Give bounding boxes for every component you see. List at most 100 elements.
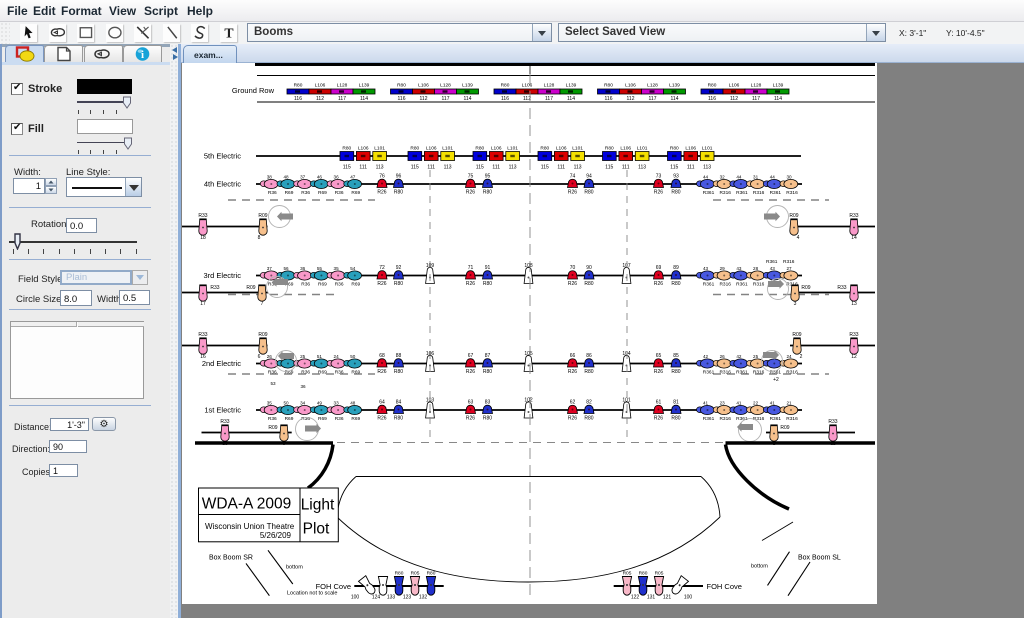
svg-text:R80: R80: [540, 146, 549, 152]
svg-text:94: 94: [586, 174, 592, 180]
svg-text:R33: R33: [198, 332, 207, 338]
svg-text:L128: L128: [337, 83, 348, 89]
svg-text:R80: R80: [394, 369, 403, 375]
svg-text:R80: R80: [605, 146, 614, 152]
svg-text:R33: R33: [837, 285, 846, 291]
svg-text:112: 112: [523, 96, 531, 102]
svg-text:44: 44: [703, 175, 709, 180]
svg-text:L128: L128: [440, 83, 451, 89]
svg-text:103: 103: [426, 398, 435, 404]
svg-text:R80: R80: [397, 83, 406, 89]
svg-text:L106: L106: [620, 146, 631, 152]
svg-text:117: 117: [752, 96, 760, 102]
svg-text:R80: R80: [671, 190, 680, 196]
svg-text:42: 42: [736, 354, 742, 359]
svg-text:83: 83: [485, 400, 491, 406]
svg-text:36: 36: [300, 266, 306, 271]
svg-text:R26: R26: [568, 190, 577, 196]
svg-text:48: 48: [283, 175, 289, 180]
svg-text:L101: L101: [442, 146, 453, 152]
svg-text:48: 48: [350, 401, 356, 406]
svg-text:38: 38: [267, 175, 273, 180]
svg-text:R361: R361: [703, 416, 715, 422]
svg-text:R80: R80: [394, 190, 403, 196]
svg-text:R80: R80: [410, 146, 419, 152]
svg-text:116: 116: [708, 96, 716, 102]
svg-text:113: 113: [376, 165, 384, 171]
svg-text:112: 112: [730, 96, 738, 102]
svg-text:R26: R26: [568, 416, 577, 422]
svg-text:L101: L101: [637, 146, 648, 152]
svg-text:30: 30: [786, 175, 792, 180]
svg-text:31: 31: [753, 175, 759, 180]
svg-text:43: 43: [736, 266, 742, 271]
svg-text:R09: R09: [792, 332, 801, 338]
svg-text:102: 102: [524, 398, 533, 404]
svg-text:R361: R361: [770, 190, 782, 196]
svg-text:R26: R26: [466, 281, 475, 287]
svg-text:R69: R69: [318, 416, 327, 422]
svg-text:117: 117: [649, 96, 657, 102]
svg-text:115: 115: [541, 165, 549, 171]
svg-text:123: 123: [403, 594, 412, 600]
svg-text:93: 93: [673, 174, 679, 180]
svg-text:L139: L139: [566, 83, 577, 89]
svg-text:R36: R36: [301, 370, 310, 376]
svg-text:WDA-A 2009: WDA-A 2009: [202, 496, 292, 513]
svg-text:R316: R316: [719, 416, 731, 422]
svg-text:R80: R80: [584, 369, 593, 375]
svg-text:41: 41: [703, 401, 709, 406]
svg-text:64: 64: [379, 400, 385, 406]
svg-text:113: 113: [509, 165, 517, 171]
svg-text:75: 75: [468, 174, 474, 180]
svg-text:R26: R26: [466, 369, 475, 375]
svg-text:R36: R36: [301, 416, 310, 422]
svg-text:L106: L106: [491, 146, 502, 152]
svg-text:L128: L128: [647, 83, 658, 89]
svg-text:L139: L139: [462, 83, 473, 89]
svg-text:Box Boom SL: Box Boom SL: [798, 555, 841, 562]
svg-text:R80: R80: [639, 571, 648, 577]
svg-text:L106: L106: [625, 83, 636, 89]
svg-text:R36: R36: [268, 282, 277, 288]
svg-text:41: 41: [770, 401, 776, 406]
svg-text:115: 115: [670, 165, 678, 171]
svg-text:117: 117: [545, 96, 553, 102]
svg-text:37: 37: [267, 266, 273, 271]
svg-text:8: 8: [258, 235, 261, 241]
svg-text:113: 113: [638, 165, 646, 171]
svg-text:R33: R33: [849, 332, 858, 338]
svg-text:25: 25: [300, 354, 306, 359]
svg-text:41: 41: [736, 401, 742, 406]
svg-text:R361: R361: [736, 416, 748, 422]
svg-text:114: 114: [671, 96, 679, 102]
svg-text:111: 111: [359, 165, 367, 171]
svg-text:R361: R361: [766, 259, 778, 265]
svg-text:115: 115: [343, 165, 351, 171]
svg-text:R09: R09: [780, 425, 789, 431]
svg-text:R26: R26: [377, 281, 386, 287]
svg-text:L101: L101: [507, 146, 518, 152]
svg-text:L128: L128: [544, 83, 555, 89]
svg-text:49: 49: [317, 401, 323, 406]
svg-text:101: 101: [622, 398, 631, 404]
svg-text:29: 29: [720, 266, 726, 271]
svg-text:116: 116: [294, 96, 302, 102]
svg-text:27: 27: [786, 266, 792, 271]
svg-text:53: 53: [270, 381, 276, 386]
svg-text:R80: R80: [294, 83, 303, 89]
svg-text:R80: R80: [395, 571, 404, 577]
svg-text:131: 131: [647, 594, 656, 600]
svg-text:50: 50: [350, 354, 356, 359]
svg-text:R05: R05: [411, 571, 420, 577]
svg-text:R361: R361: [736, 282, 748, 288]
svg-text:113: 113: [703, 165, 711, 171]
svg-text:24: 24: [334, 354, 340, 359]
svg-text:R69: R69: [318, 190, 327, 196]
svg-text:23: 23: [720, 401, 726, 406]
svg-text:R361: R361: [736, 190, 748, 196]
svg-text:4th Electric: 4th Electric: [204, 180, 241, 189]
svg-text:33: 33: [334, 401, 340, 406]
svg-text:R80: R80: [483, 369, 492, 375]
svg-text:R69: R69: [318, 370, 327, 376]
